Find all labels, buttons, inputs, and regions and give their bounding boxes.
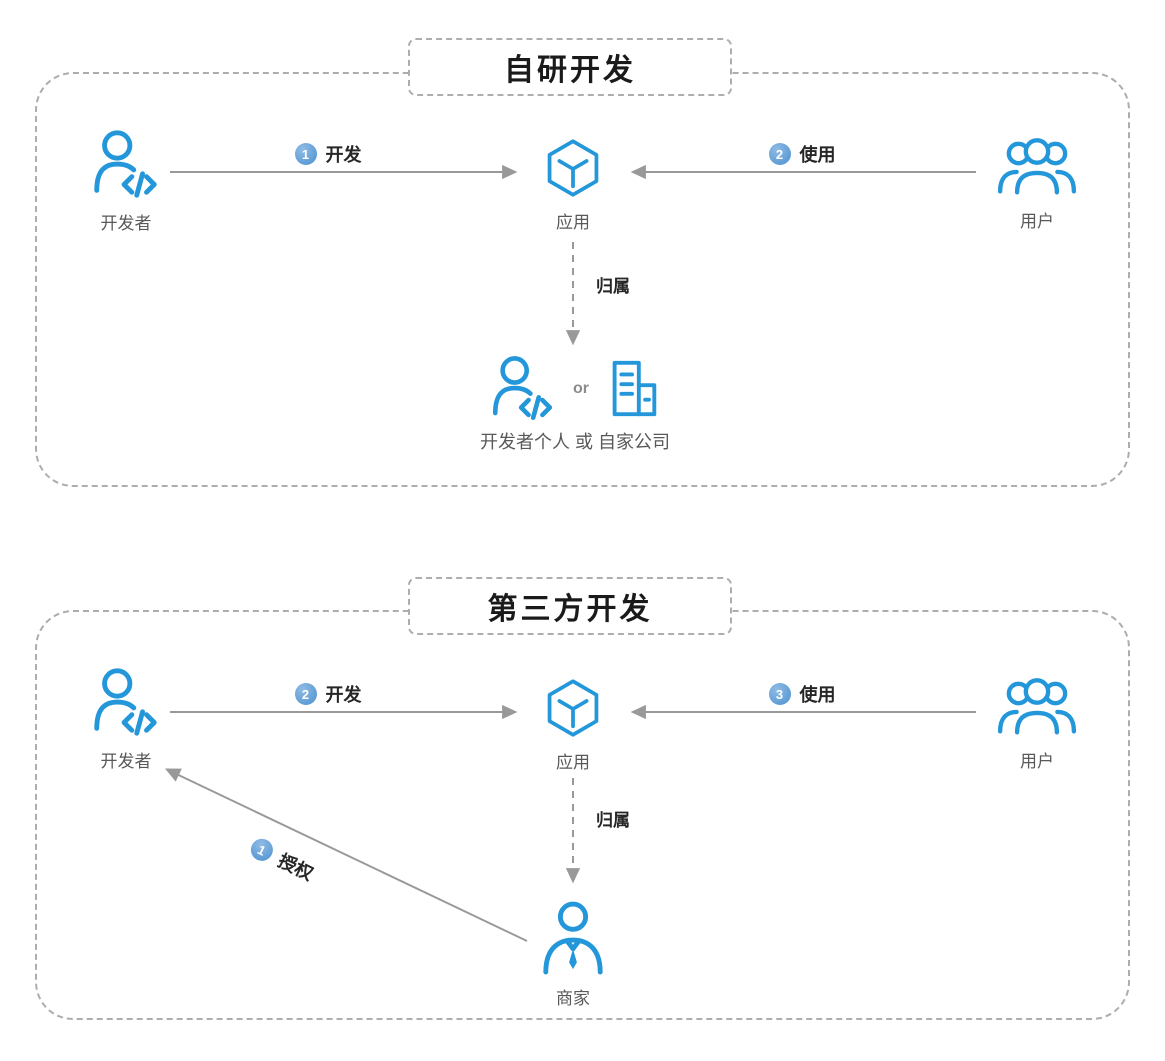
step-develop-label: 开发	[325, 145, 362, 165]
app-label: 应用	[556, 213, 590, 232]
step-develop-label: 开发	[325, 685, 362, 705]
panel-third-title: 第三方开发	[408, 577, 732, 635]
step-number-badge: 2	[294, 683, 317, 705]
users-label: 用户	[1020, 212, 1054, 231]
merchant-person-icon	[543, 901, 603, 975]
users-label: 用户	[1020, 752, 1054, 771]
developer-icon	[94, 668, 157, 736]
users-node-self: 用户	[987, 136, 1087, 232]
merchant-node-third: 商家	[528, 900, 618, 1009]
app-node-third: 应用	[523, 678, 623, 773]
panel-self-title-text: 自研开发	[504, 54, 636, 87]
owner-label-self: 开发者个人 或 自家公司	[479, 432, 670, 452]
step-develop-third: 2 开发	[258, 681, 398, 707]
developer-icon	[94, 130, 157, 198]
app-hexagon-icon	[547, 679, 599, 737]
step-number-badge: 3	[768, 683, 791, 705]
arrow-authorize-third	[164, 768, 528, 942]
developer-person-icon	[492, 356, 553, 420]
app-label: 应用	[556, 753, 590, 772]
step-use-label: 使用	[799, 685, 836, 705]
step-use-label: 使用	[799, 145, 836, 165]
users-group-icon	[997, 138, 1077, 195]
merchant-label: 商家	[556, 989, 590, 1008]
users-node-third: 用户	[987, 676, 1087, 772]
app-hexagon-icon	[547, 139, 599, 197]
belong-label-self: 归属	[596, 277, 630, 296]
panel-third-title-text: 第三方开发	[487, 593, 653, 626]
belong-label-third: 归属	[596, 811, 630, 830]
developer-node-third: 开发者	[76, 664, 176, 772]
step-use-self: 2 使用	[732, 141, 872, 167]
company-building-icon	[612, 360, 657, 417]
users-group-icon	[997, 678, 1077, 735]
step-number-badge: 1	[294, 143, 317, 165]
panel-self-title: 自研开发	[408, 38, 732, 96]
step-number-badge: 2	[768, 143, 791, 165]
app-node-self: 应用	[523, 138, 623, 233]
or-text: or	[573, 380, 589, 397]
step-use-third: 3 使用	[732, 681, 872, 707]
developer-label: 开发者	[100, 752, 152, 771]
owner-row-self: or	[455, 352, 695, 426]
developer-node-self: 开发者	[76, 126, 176, 234]
step-develop-self: 1 开发	[258, 141, 398, 167]
developer-label: 开发者	[100, 214, 152, 233]
